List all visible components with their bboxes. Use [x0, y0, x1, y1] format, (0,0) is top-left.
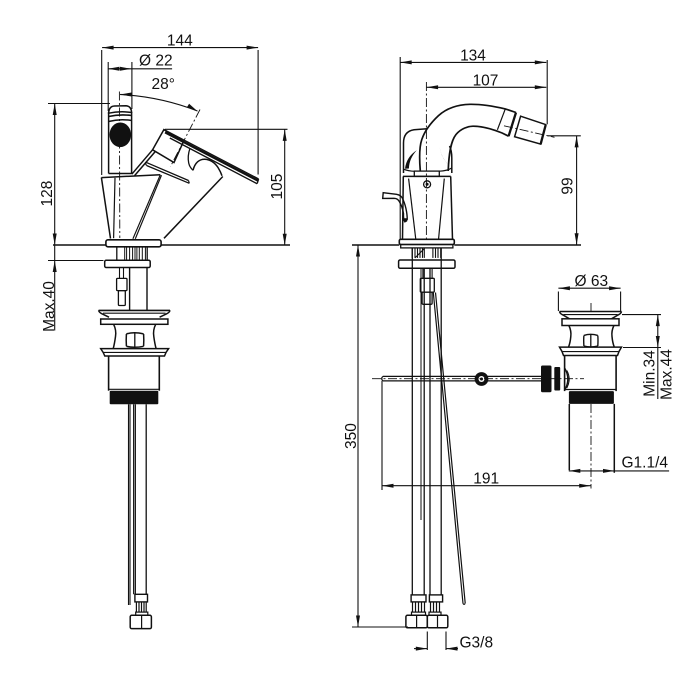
svg-text:G3/8: G3/8 — [460, 634, 494, 651]
svg-text:Ø 63: Ø 63 — [575, 273, 609, 290]
svg-text:350: 350 — [343, 423, 360, 449]
svg-text:105: 105 — [269, 174, 286, 200]
svg-text:Min.34: Min.34 — [642, 350, 659, 397]
svg-text:144: 144 — [167, 33, 193, 50]
svg-text:Max.44: Max.44 — [659, 349, 676, 400]
svg-text:Max.40: Max.40 — [41, 281, 58, 332]
svg-text:99: 99 — [560, 177, 577, 194]
svg-text:134: 134 — [460, 48, 486, 65]
svg-text:G1.1/4: G1.1/4 — [622, 455, 669, 472]
svg-text:28°: 28° — [152, 76, 175, 93]
svg-text:128: 128 — [39, 181, 56, 207]
svg-text:Ø 22: Ø 22 — [139, 52, 173, 69]
svg-text:107: 107 — [473, 73, 499, 90]
svg-text:191: 191 — [473, 470, 499, 487]
